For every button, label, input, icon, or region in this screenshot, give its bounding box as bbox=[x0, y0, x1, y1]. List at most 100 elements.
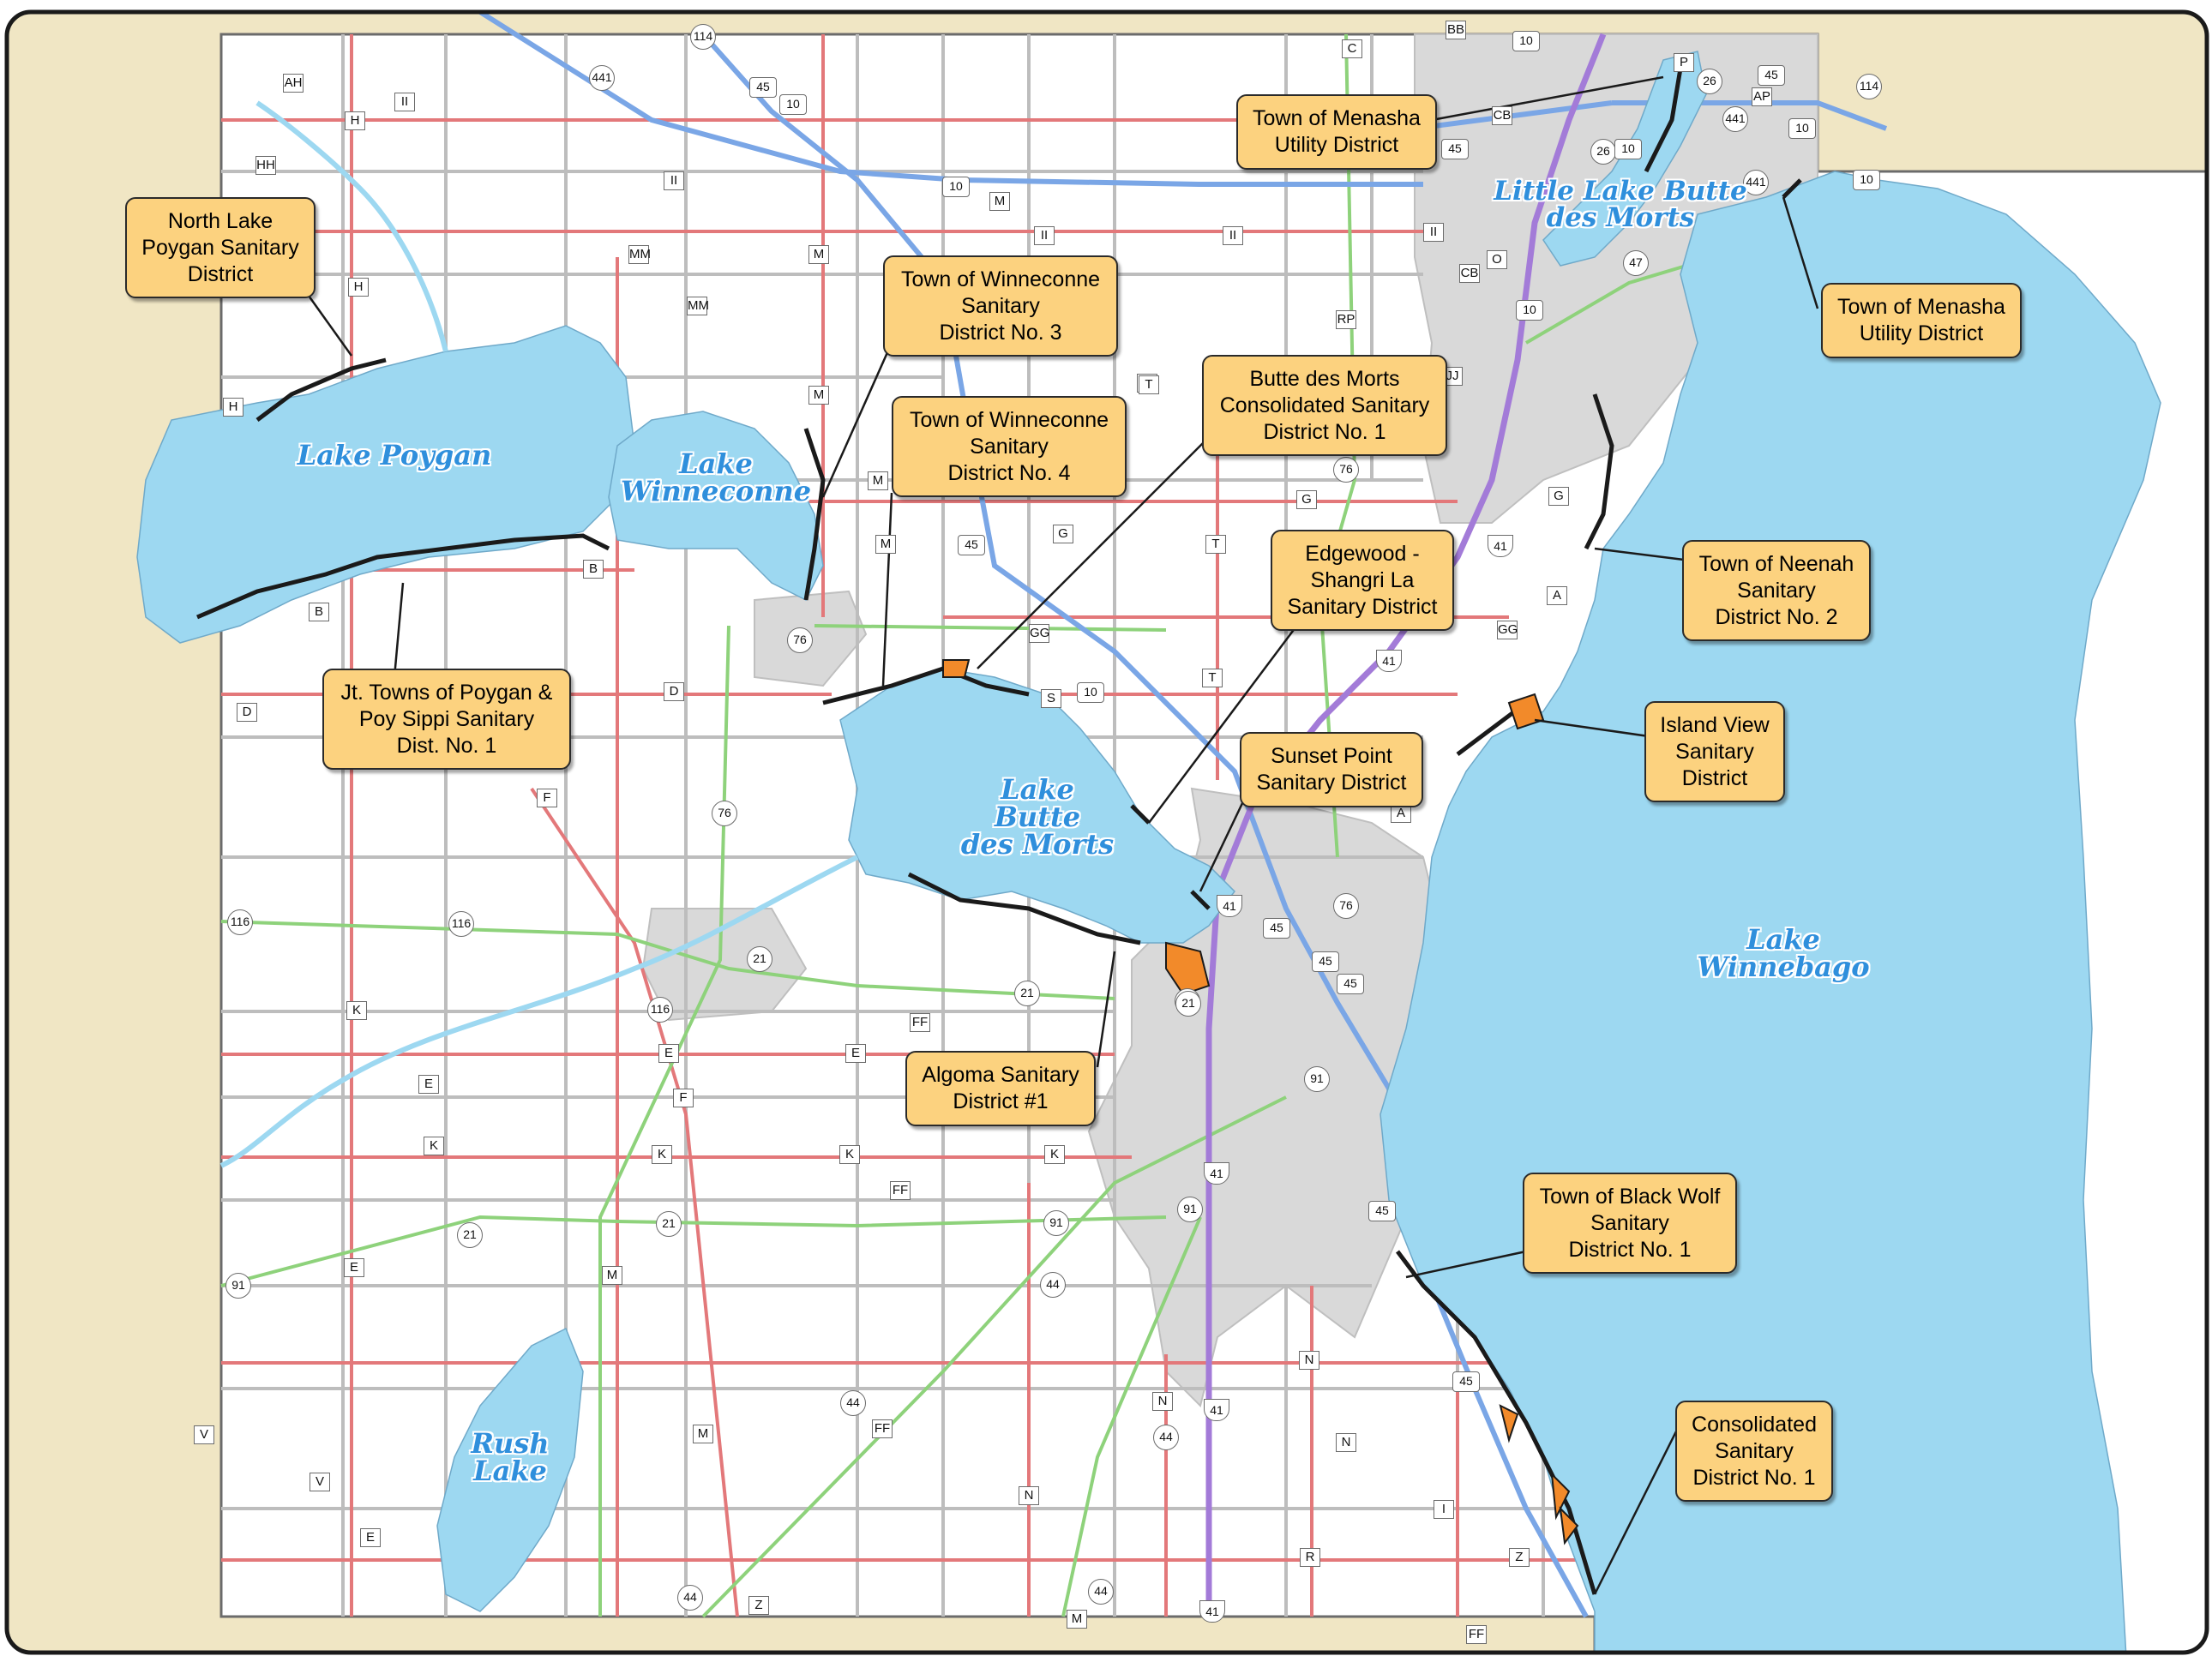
county-route-shield: MM bbox=[687, 297, 709, 315]
county-route-shield: D bbox=[237, 703, 257, 722]
us-route-shield: 10 bbox=[1077, 682, 1104, 703]
state-route-shield: 116 bbox=[448, 911, 474, 937]
county-route-shield: M bbox=[1067, 1610, 1087, 1629]
county-route-shield: II bbox=[394, 93, 415, 111]
state-route-shield: 441 bbox=[1743, 170, 1769, 195]
callout-algoma: Algoma Sanitary District #1 bbox=[905, 1051, 1096, 1126]
county-route-shield: MM bbox=[628, 245, 651, 264]
county-route-shield: M bbox=[875, 535, 896, 554]
state-route-shield: 441 bbox=[589, 65, 615, 91]
county-route-shield: E bbox=[658, 1044, 679, 1063]
us-route-shield: 45 bbox=[1452, 1371, 1480, 1392]
state-route-shield: 76 bbox=[787, 627, 813, 653]
state-route-shield: 44 bbox=[1153, 1425, 1179, 1450]
lake-label-rush: Rush Lake bbox=[471, 1427, 550, 1487]
county-route-shield: B bbox=[309, 603, 329, 621]
us-route-shield: 45 bbox=[1758, 65, 1785, 86]
rush-lake-water bbox=[436, 1327, 584, 1612]
callout-poygan-poy-sippi: Jt. Towns of Poygan & Poy Sippi Sanitary… bbox=[322, 669, 571, 770]
county-route-shield: H bbox=[223, 398, 243, 417]
county-route-shield: F bbox=[537, 789, 557, 807]
lake-label-butte-des-morts: Lake Butte des Morts bbox=[960, 773, 1115, 861]
county-route-shield: G bbox=[1548, 487, 1569, 506]
county-route-shield: HH bbox=[255, 156, 276, 175]
county-route-shield: R bbox=[1300, 1548, 1320, 1567]
county-route-shield: K bbox=[839, 1145, 860, 1164]
sanitary-district-shorelines bbox=[196, 68, 1802, 1595]
river-north bbox=[255, 100, 448, 352]
county-route-shield: CB bbox=[1459, 264, 1480, 283]
callout-butte-des-morts-consolidated: Butte des Morts Consolidated Sanitary Di… bbox=[1202, 355, 1447, 456]
callout-winneconne-4: Town of Winneconne Sanitary District No.… bbox=[892, 396, 1127, 497]
county-route-shield: G bbox=[1053, 525, 1073, 543]
county-route-shield: M bbox=[989, 192, 1010, 211]
county-route-shield: M bbox=[602, 1266, 622, 1285]
county-route-shield: I bbox=[1434, 1500, 1454, 1519]
lake-butte-des-morts-water bbox=[839, 668, 1235, 944]
us-route-shield: 45 bbox=[749, 77, 777, 98]
county-route-shield: M bbox=[808, 386, 829, 405]
state-route-shield: 441 bbox=[1722, 106, 1748, 132]
us-route-shield: 45 bbox=[1337, 974, 1364, 994]
interstate-route-shield: 41 bbox=[1488, 535, 1513, 557]
state-route-shield: 76 bbox=[712, 801, 737, 826]
callout-consolidated-1: Consolidated Sanitary District No. 1 bbox=[1675, 1401, 1833, 1502]
callout-leader-lines bbox=[307, 75, 1819, 1595]
map-border bbox=[4, 9, 2209, 1655]
county-route-shield: H bbox=[348, 278, 369, 297]
callout-menasha-utility-east: Town of Menasha Utility District bbox=[1821, 283, 2022, 358]
county-route-shield: K bbox=[424, 1137, 444, 1155]
state-route-shield: 21 bbox=[747, 946, 772, 972]
us-route-shield: 10 bbox=[942, 177, 970, 197]
state-route-shield: 114 bbox=[690, 24, 716, 50]
county-route-shield: II bbox=[1034, 226, 1055, 245]
county-route-shield: Z bbox=[748, 1596, 769, 1615]
state-route-shield: 26 bbox=[1590, 139, 1616, 165]
state-route-shield: 47 bbox=[1623, 250, 1649, 276]
state-route-shield: 44 bbox=[840, 1390, 866, 1416]
county-route-shield: T bbox=[1205, 535, 1226, 554]
county-route-shield: E bbox=[344, 1258, 364, 1277]
us-route-shield: 10 bbox=[1853, 170, 1880, 190]
county-route-shield: N bbox=[1299, 1351, 1319, 1370]
interstate-route-shield: 41 bbox=[1217, 895, 1242, 917]
interstate-route-shield: 41 bbox=[1204, 1399, 1229, 1421]
county-route-shield: M bbox=[868, 471, 888, 490]
county-route-shield: FF bbox=[910, 1013, 930, 1032]
callout-island-view: Island View Sanitary District bbox=[1644, 701, 1785, 802]
lake-label-winnebago: Lake Winnebago bbox=[1697, 923, 1870, 983]
county-route-shield: D bbox=[664, 682, 684, 701]
county-route-shield: A bbox=[1391, 804, 1411, 823]
county-route-shield: E bbox=[418, 1075, 439, 1094]
state-route-shield: 91 bbox=[1177, 1197, 1203, 1222]
callout-edgewood-shangri-la: Edgewood - Shangri La Sanitary District bbox=[1271, 530, 1454, 631]
county-route-shield: CB bbox=[1492, 106, 1512, 125]
us-route-shield: 45 bbox=[1263, 918, 1290, 939]
state-route-shield: 21 bbox=[656, 1211, 682, 1237]
county-route-shield: V bbox=[310, 1473, 330, 1491]
state-route-shield: 91 bbox=[1043, 1210, 1069, 1236]
county-route-shield: H bbox=[345, 111, 365, 130]
county-route-shield: C bbox=[1342, 39, 1362, 58]
county-route-shield: T bbox=[1202, 669, 1223, 687]
state-route-shield: 44 bbox=[1088, 1579, 1114, 1605]
state-route-shield: 26 bbox=[1697, 69, 1722, 94]
county-route-shield: S bbox=[1041, 689, 1061, 708]
state-route-shield: 21 bbox=[1014, 981, 1040, 1006]
us-route-shield: 10 bbox=[1512, 31, 1540, 51]
county-route-shield: P bbox=[1674, 53, 1694, 72]
county-route-shield: G bbox=[1296, 490, 1317, 509]
callout-menasha-utility-north: Town of Menasha Utility District bbox=[1236, 94, 1437, 170]
us-route-shield: 10 bbox=[1788, 118, 1816, 139]
county-route-shield: E bbox=[845, 1044, 866, 1063]
county-route-shield: N bbox=[1336, 1433, 1356, 1452]
county-route-shield: Z bbox=[1509, 1548, 1530, 1567]
lake-winneconne-water bbox=[608, 411, 824, 602]
county-route-shield: FF bbox=[1466, 1625, 1487, 1644]
county-route-shield: RP bbox=[1336, 310, 1356, 329]
state-route-shield: 91 bbox=[225, 1273, 251, 1299]
state-highways bbox=[220, 33, 1716, 1618]
county-route-shield: B bbox=[583, 560, 604, 579]
callout-north-lake-poygan: North Lake Poygan Sanitary District bbox=[125, 197, 316, 298]
